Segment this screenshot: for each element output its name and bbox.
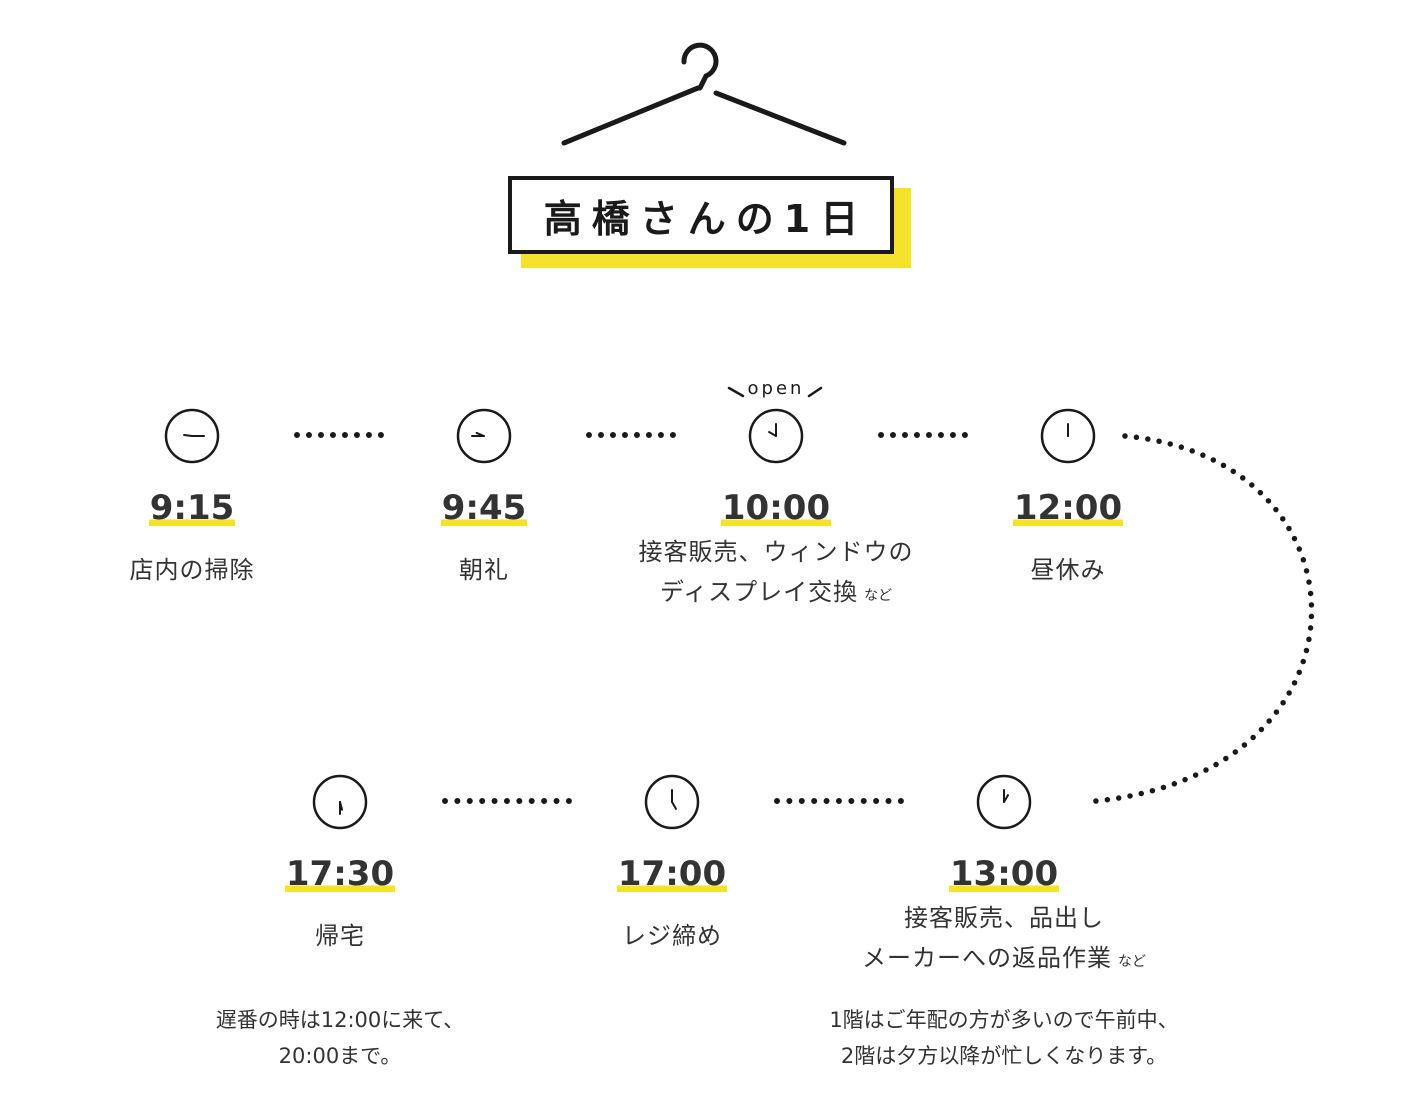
schedule-item: 9:45 朝礼 xyxy=(304,408,664,590)
clock-hour-hand xyxy=(183,433,193,437)
task-description: 接客販売、品出し メーカーへの返品作業など xyxy=(862,904,1146,972)
time-label: 9:45 xyxy=(440,488,528,528)
open-label: open xyxy=(596,378,956,399)
schedule-item: 17:00 レジ締め xyxy=(492,774,852,956)
schedule-item: open 10:00 接客販売、ウィンドウの ディスプレイ交換など xyxy=(596,378,956,616)
connector-dots xyxy=(442,798,572,804)
connector-dots xyxy=(774,798,904,804)
hanger-icon xyxy=(561,42,847,146)
time-label: 17:00 xyxy=(616,854,728,894)
connector-dots xyxy=(878,432,968,438)
task-description: 帰宅 xyxy=(315,922,365,950)
task-description: 昼休み xyxy=(1030,556,1106,584)
clock-icon xyxy=(748,408,804,464)
clock-icon xyxy=(456,408,512,464)
clock-icon xyxy=(164,408,220,464)
time-label: 13:00 xyxy=(948,854,1060,894)
clock-hour-hand xyxy=(671,801,677,810)
title-box: 高橋さんの1日 xyxy=(508,176,894,254)
clock-icon xyxy=(1040,408,1096,464)
time-label: 10:00 xyxy=(720,488,832,528)
connector-curve xyxy=(1082,433,1315,805)
schedule-item: 12:00 昼休み xyxy=(888,408,1248,590)
clock-icon xyxy=(976,774,1032,830)
connector-dots xyxy=(294,432,384,438)
late-shift-note: 遅番の時は12:00に来て、 20:00まで。 xyxy=(215,1008,465,1068)
schedule-item: 9:15 店内の掃除 xyxy=(12,408,372,590)
clock-hour-hand xyxy=(768,431,777,437)
connector-dots xyxy=(586,432,676,438)
schedule-item: 13:00 接客販売、品出し メーカーへの返品作業など xyxy=(824,774,1184,982)
time-label: 9:15 xyxy=(148,488,236,528)
clock-icon xyxy=(312,774,368,830)
floor-note: 1階はご年配の方が多いので午前中、 2階は夕方以降が忙しくなります。 xyxy=(829,1008,1179,1068)
time-label: 17:30 xyxy=(284,854,396,894)
time-label: 12:00 xyxy=(1012,488,1124,528)
clock-icon xyxy=(644,774,700,830)
task-description: 店内の掃除 xyxy=(129,556,255,584)
task-description: レジ締め xyxy=(622,922,722,950)
task-description: 朝礼 xyxy=(459,556,509,584)
page-title: 高橋さんの1日 xyxy=(543,196,869,241)
open-marks-icon xyxy=(727,386,823,398)
task-description: 接客販売、ウィンドウの ディスプレイ交換など xyxy=(638,538,914,606)
schedule-item: 17:30 帰宅 xyxy=(160,774,520,956)
